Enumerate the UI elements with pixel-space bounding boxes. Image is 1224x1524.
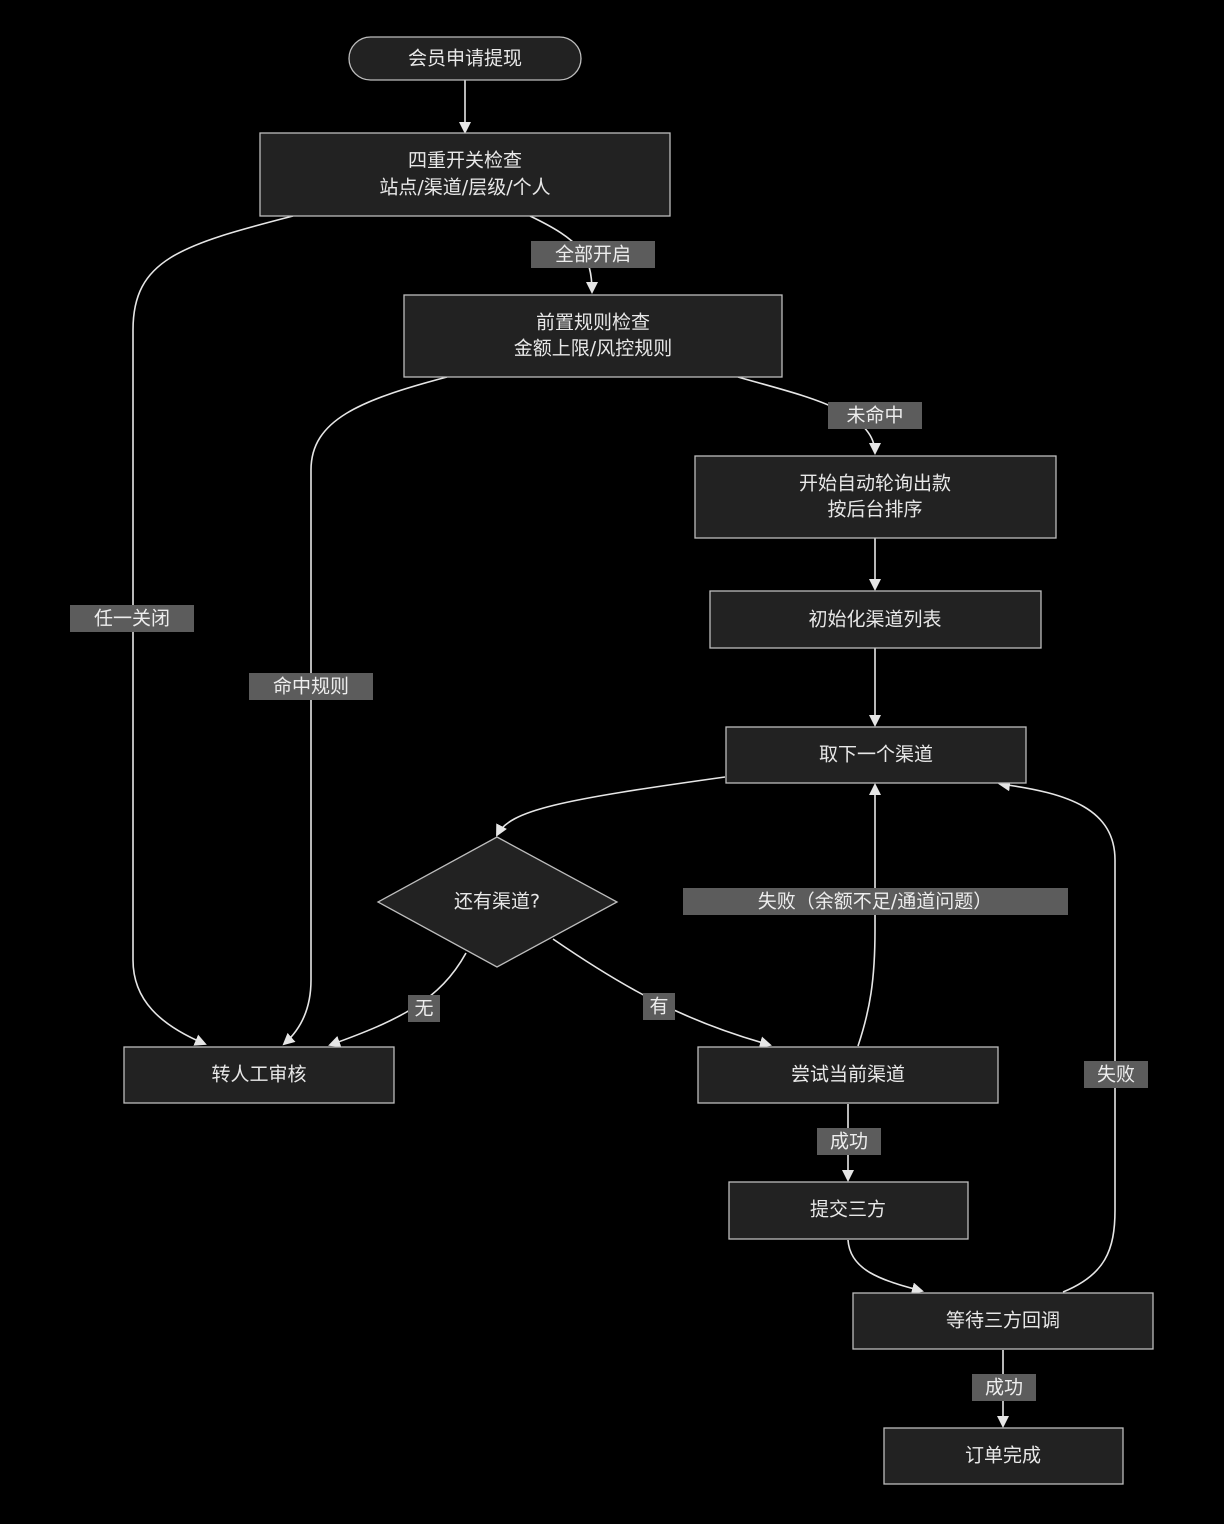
edge-labels-rule-hit-text: 命中规则 (273, 676, 349, 698)
shape (852, 1292, 1154, 1350)
shape (531, 241, 655, 268)
shape (683, 888, 1068, 915)
node-switch-check: 四重开关检查 站点/渠道/层级/个人 (259, 132, 671, 217)
shape (403, 294, 783, 378)
nodes-auto-poll-line2-text: 按后台排序 (827, 499, 922, 521)
nodes-pre-rule-line2-text: 金额上限/风控规则 (514, 338, 672, 360)
node-order-done: 订单完成 (883, 1427, 1124, 1485)
nodes-init-channels-text: 初始化渠道列表 (808, 609, 941, 631)
shape (376, 836, 619, 968)
node-next-channel: 取下一个渠道 (725, 726, 1027, 784)
node-try-channel: 尝试当前渠道 (697, 1046, 999, 1104)
node-has-channel-decision: 还有渠道? (376, 836, 619, 968)
shape (972, 1374, 1036, 1401)
node-submit-third: 提交三方 (728, 1181, 969, 1240)
shape (259, 132, 671, 217)
nodes-auto-poll-line1-text: 开始自动轮询出款 (799, 473, 951, 495)
shape (883, 1427, 1124, 1485)
edge-try-to-next (857, 783, 881, 1047)
edge-labels-rule-miss-text: 未命中 (846, 405, 903, 427)
nodes-submit-third-text: 提交三方 (810, 1199, 886, 1221)
edge-labels-fail-detail-text: 失败（余额不足/通道问题） (758, 891, 992, 913)
edge-switch-to-manual (132, 215, 294, 1046)
nodes-next-channel-text: 取下一个渠道 (819, 744, 933, 766)
node-wait-callback: 等待三方回调 (852, 1292, 1154, 1350)
edge-labels-all-on-text: 全部开启 (555, 244, 631, 266)
edge-labels-any-off-text: 任一关闭 (94, 608, 170, 630)
edge-prerule-to-manual (282, 376, 448, 1046)
shape (249, 673, 373, 700)
shape (1084, 1061, 1148, 1088)
shape (828, 402, 922, 429)
edge-labels-no-text: 无 (414, 998, 433, 1020)
shape (817, 1128, 881, 1155)
edge-label-fail: 失败 (1084, 1061, 1148, 1088)
edge-wait-to-next (998, 779, 1116, 1293)
edge-label-fail-detail: 失败（余额不足/通道问题） (683, 888, 1068, 915)
edge-labels: 全部开启 任一关闭 未命中 命中规则 失败（余额不足/通道问题） 无 有 成功 (70, 241, 1148, 1401)
edges (132, 80, 1116, 1428)
shape (697, 1046, 999, 1104)
nodes-try-channel-text: 尝试当前渠道 (791, 1064, 905, 1086)
edge-label-all-on: 全部开启 (531, 241, 655, 268)
edge-labels-success1-text: 成功 (830, 1131, 868, 1153)
edge-submit-to-wait (847, 1239, 924, 1295)
nodes-switch-check-line1-text: 四重开关检查 (408, 150, 522, 172)
edge-decision-to-try (552, 938, 772, 1049)
shape (725, 726, 1027, 784)
edge-labels-yes-text: 有 (649, 996, 668, 1018)
edge-labels-success2-text: 成功 (985, 1377, 1023, 1399)
edge-label-success-1: 成功 (817, 1128, 881, 1155)
edge-labels-fail-text: 失败 (1097, 1064, 1135, 1086)
edge-label-success-2: 成功 (972, 1374, 1036, 1401)
edge-label-rule-miss: 未命中 (828, 402, 922, 429)
nodes-has-channel-text: 还有渠道? (454, 891, 540, 913)
shape (348, 36, 582, 81)
nodes-order-done-text: 订单完成 (965, 1445, 1041, 1467)
node-manual-review: 转人工审核 (123, 1046, 395, 1104)
edge-label-any-off: 任一关闭 (70, 605, 194, 632)
nodes-wait-callback-text: 等待三方回调 (946, 1310, 1060, 1332)
edge-label-no: 无 (408, 995, 440, 1022)
shape (70, 605, 194, 632)
edge-next-to-decision (496, 776, 726, 837)
node-start: 会员申请提现 (348, 36, 582, 81)
shape (694, 455, 1057, 539)
edge-label-rule-hit: 命中规则 (249, 673, 373, 700)
edge-decision-to-manual (328, 952, 467, 1048)
nodes-switch-check-line2-text: 站点/渠道/层级/个人 (379, 177, 550, 199)
shape (709, 590, 1042, 649)
shape (728, 1181, 969, 1240)
nodes-manual-review-text: 转人工审核 (211, 1064, 306, 1086)
nodes-start-text: 会员申请提现 (408, 48, 522, 70)
shape (408, 995, 440, 1022)
shape (643, 993, 675, 1020)
nodes-pre-rule-line1-text: 前置规则检查 (536, 312, 650, 334)
shape (123, 1046, 395, 1104)
nodes: 会员申请提现 四重开关检查 站点/渠道/层级/个人 前置规则检查 金额上限/风控… (123, 36, 1154, 1485)
node-pre-rule: 前置规则检查 金额上限/风控规则 (403, 294, 783, 378)
node-init-channels: 初始化渠道列表 (709, 590, 1042, 649)
node-auto-poll: 开始自动轮询出款 按后台排序 (694, 455, 1057, 539)
edge-label-yes: 有 (643, 993, 675, 1020)
